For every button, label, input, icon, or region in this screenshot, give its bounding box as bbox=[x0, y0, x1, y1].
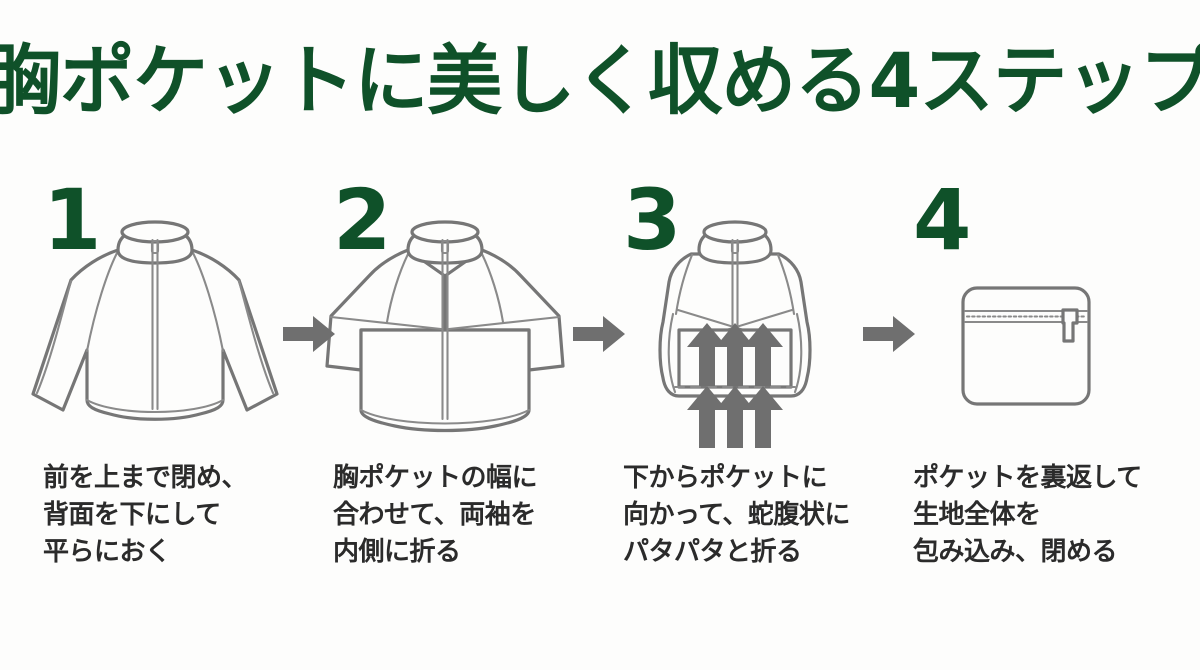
step-3-number: 3 bbox=[623, 171, 682, 269]
step-4-illustration bbox=[885, 210, 1165, 460]
step-2-caption: 胸ポケットの幅に 合わせて、両袖を 内側に折る bbox=[333, 463, 538, 567]
page-title-bar: 胸ポケットに美しく収める4ステップ bbox=[0, 26, 1200, 136]
step-2-number: 2 bbox=[333, 171, 392, 269]
connector-arrow-2 bbox=[573, 314, 625, 354]
arrow-right-icon bbox=[283, 316, 335, 352]
fold-arrows-upper bbox=[687, 323, 783, 386]
step-4-number: 4 bbox=[913, 171, 972, 269]
jacket-sleeves-folded-icon bbox=[325, 220, 565, 433]
folded-zip-pouch-icon bbox=[961, 286, 1091, 406]
step-1-number: 1 bbox=[43, 171, 102, 269]
page-title: 胸ポケットに美しく収める4ステップ bbox=[0, 36, 1200, 125]
step-1-caption: 前を上まで閉め、 背面を下にして 平らにおく bbox=[43, 463, 248, 567]
connector-arrow-1 bbox=[283, 314, 335, 354]
step-1-illustration bbox=[15, 210, 295, 460]
step-4-caption: ポケットを裏返して 生地全体を 包み込み、閉める bbox=[913, 463, 1142, 567]
step-2-illustration bbox=[305, 210, 585, 460]
fold-arrows-lower bbox=[687, 386, 783, 448]
connector-arrow-3 bbox=[863, 314, 915, 354]
step-1: 1 bbox=[15, 170, 305, 610]
step-2: 2 bbox=[305, 170, 595, 610]
step-3-illustration bbox=[595, 210, 875, 460]
step-3-caption: 下からポケットに 向かって、蛇腹状に パタパタと折る bbox=[623, 463, 850, 567]
arrow-right-icon bbox=[863, 316, 915, 352]
jacket-flat-zipped-icon bbox=[31, 220, 279, 421]
step-3: 3 bbox=[595, 170, 885, 610]
step-4: 4 ポケットを裏返して 生地全体を 包み込 bbox=[885, 170, 1175, 610]
arrow-right-icon bbox=[573, 316, 625, 352]
jacket-accordion-fold-arrows-icon bbox=[658, 220, 812, 448]
steps-row: 1 bbox=[0, 170, 1200, 610]
